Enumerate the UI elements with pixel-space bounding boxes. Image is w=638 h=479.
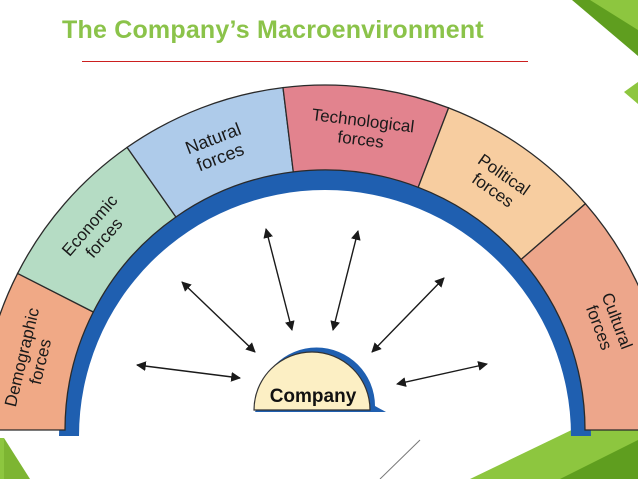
arrow-technological — [330, 230, 361, 331]
slide-title: The Company’s Macroenvironment — [62, 16, 484, 44]
title-underline — [82, 61, 528, 62]
bottom-left-triangle — [4, 438, 30, 479]
bottom-right-dark-triangle — [560, 440, 638, 479]
bottom-left-bar — [0, 438, 4, 479]
influence-arrows — [136, 228, 488, 387]
company-dome: Company — [253, 347, 386, 412]
arrow-economic — [181, 281, 256, 353]
force-sectors: DemographicforcesEconomicforcesNaturalfo… — [0, 84, 638, 431]
force-sector-5 — [520, 202, 638, 431]
bottom-right-thin-line — [379, 439, 421, 479]
arrow-cultural — [396, 361, 488, 387]
right-edge-triangle — [624, 82, 638, 104]
company-label: Company — [270, 386, 357, 407]
arrow-political — [371, 277, 445, 353]
company-dome-shape — [253, 351, 371, 411]
arrow-natural — [263, 228, 295, 331]
top-right-light-triangle — [590, 0, 638, 30]
arrow-demographic — [136, 361, 241, 382]
